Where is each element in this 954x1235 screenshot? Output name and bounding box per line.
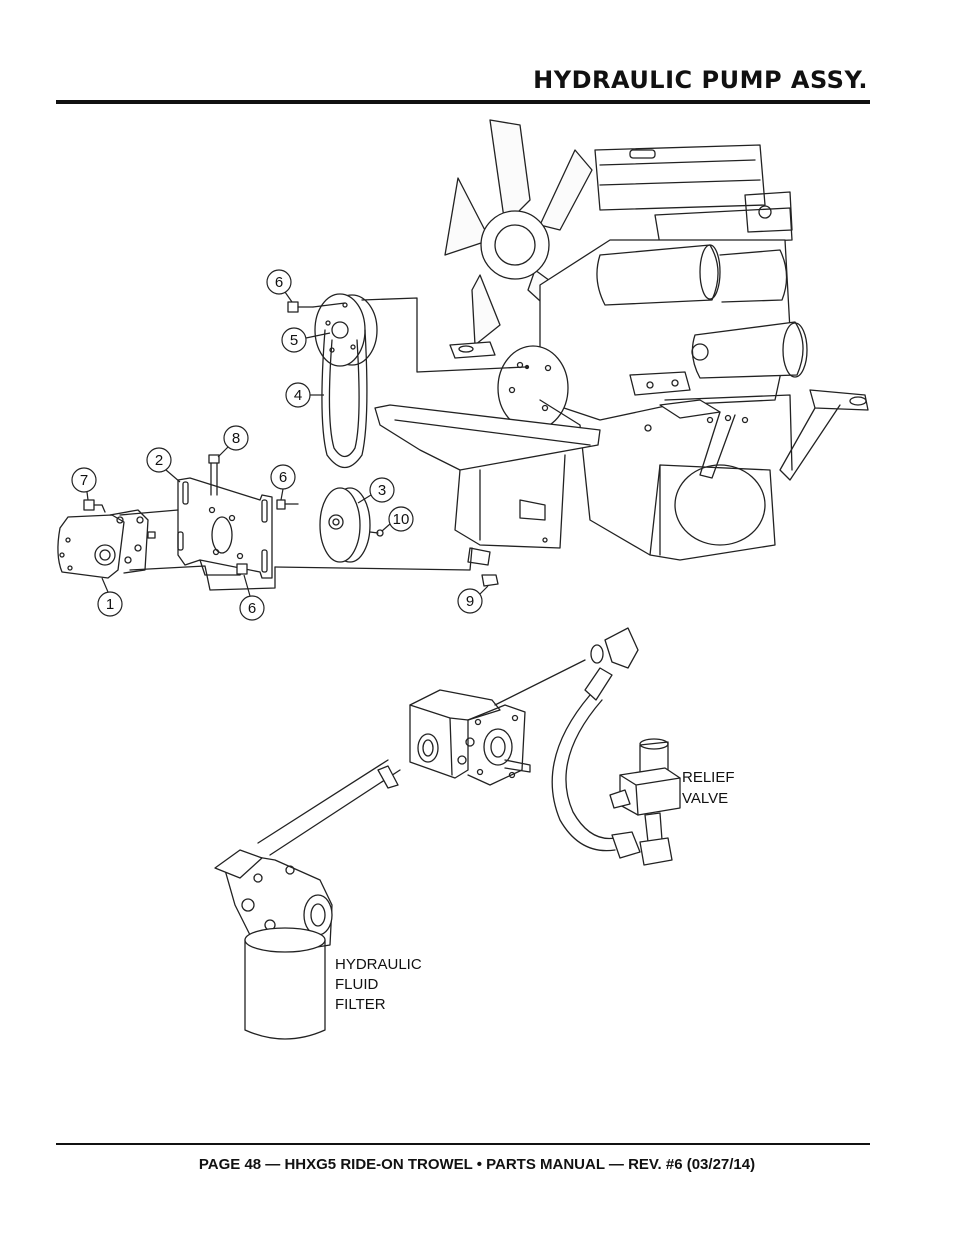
callout-7-label: 7 xyxy=(80,472,88,489)
callout-4-label: 4 xyxy=(294,387,302,404)
pressure-hose xyxy=(551,627,641,859)
callout-numbers: 6 5 4 8 2 7 6 3 10 1 6 9 xyxy=(80,274,474,617)
fluid-filter-label-line2: FLUID xyxy=(335,976,379,993)
bolt-6-top xyxy=(287,301,314,313)
callout-6-top xyxy=(266,269,292,295)
callout-3-label: 3 xyxy=(378,482,386,499)
callout-10-label: 10 xyxy=(393,511,410,528)
callout-5-label: 5 xyxy=(290,332,298,349)
relief-valve-label-line1: RELIEF xyxy=(682,769,735,786)
callout-7 xyxy=(71,467,97,493)
hydraulic-fluid-filter xyxy=(214,849,333,1040)
callout-6-mid-label: 6 xyxy=(279,469,287,486)
callout-6-top-label: 6 xyxy=(275,274,283,291)
callout-2-label: 2 xyxy=(155,452,163,469)
relief-valve xyxy=(609,738,681,866)
v-belt-4 xyxy=(321,329,368,469)
drive-pulley-5 xyxy=(314,293,378,367)
pump-pulley-3 xyxy=(319,487,371,563)
callout-6-low-label: 6 xyxy=(248,600,256,617)
nut-9 xyxy=(481,574,499,587)
bolt-6-mid xyxy=(276,499,299,510)
nut-7 xyxy=(83,499,106,513)
fluid-filter-label: HYDRAULIC FLUID FILTER xyxy=(335,956,422,1013)
relief-valve-label-line2: VALVE xyxy=(682,790,728,807)
suction-hose xyxy=(257,759,401,856)
page-title: HYDRAULIC PUMP ASSY. xyxy=(533,66,868,94)
fluid-filter-label-line3: FILTER xyxy=(335,996,386,1013)
relief-valve-label: RELIEF VALVE xyxy=(682,769,735,807)
header-rule xyxy=(56,100,870,104)
footer-rule xyxy=(56,1143,870,1145)
page-footer: PAGE 48 — HHXG5 RIDE-ON TROWEL • PARTS M… xyxy=(198,1156,756,1173)
mounting-plate-2 xyxy=(177,477,273,579)
callout-9-label: 9 xyxy=(466,593,474,610)
callout-1 xyxy=(97,591,123,617)
engine-illustration xyxy=(374,119,869,566)
bolt-8 xyxy=(208,454,220,496)
callout-1-label: 1 xyxy=(106,596,114,613)
nut-10 xyxy=(376,529,384,537)
callout-10 xyxy=(388,506,414,532)
callout-8-label: 8 xyxy=(232,430,240,447)
callout-2 xyxy=(146,447,172,473)
bolt-6-low xyxy=(236,563,248,575)
hydraulic-pump-lower xyxy=(409,659,586,786)
callouts xyxy=(71,269,489,621)
callout-3 xyxy=(369,477,395,503)
callout-8 xyxy=(223,425,249,451)
hydraulic-pump-1 xyxy=(57,509,156,579)
callout-6-low xyxy=(239,595,265,621)
fluid-filter-label-line1: HYDRAULIC xyxy=(335,956,422,973)
callout-9 xyxy=(457,588,483,614)
callout-5 xyxy=(281,327,307,353)
